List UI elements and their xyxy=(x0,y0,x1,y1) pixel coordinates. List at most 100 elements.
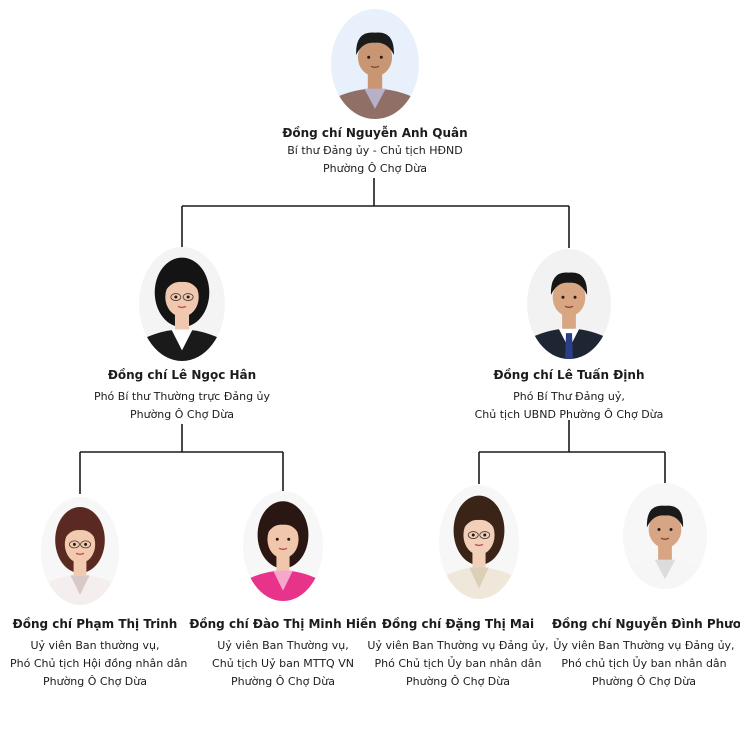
mouth xyxy=(564,305,574,309)
mouth xyxy=(370,65,380,69)
shirt-collar xyxy=(171,329,193,351)
glasses-left-lens xyxy=(69,540,80,549)
glasses-right-lens xyxy=(479,531,491,539)
role-line: Phường Ô Chợ Dừa xyxy=(43,675,147,688)
right-eye xyxy=(379,55,383,59)
portrait-nguyen-dinh-phuong xyxy=(623,483,707,589)
face xyxy=(267,520,299,559)
hair-top xyxy=(646,505,684,528)
glasses-right-lens xyxy=(80,540,91,549)
portrait-figure xyxy=(331,9,419,119)
left-eye xyxy=(561,295,565,299)
left-eye xyxy=(72,542,76,546)
role-line: Chủ tịch Uỷ ban MTTQ VN xyxy=(212,657,354,670)
necktie xyxy=(565,333,573,359)
role-line: Phường Ô Chợ Dừa xyxy=(130,408,234,421)
right-eye xyxy=(287,537,291,541)
person-nguyen-anh-quan: Đồng chí Nguyễn Anh Quân Bí thư Đảng ủy … xyxy=(225,126,525,178)
role-line: Phường Ô Chợ Dừa xyxy=(231,675,335,688)
person-role: Uỷ viên Ban thường vụ, Phó Chủ tịch Hội … xyxy=(10,637,188,691)
role-line: Phó Bí Thư Đảng uỷ, xyxy=(513,390,625,403)
right-eye xyxy=(186,295,190,299)
right-eye xyxy=(573,295,577,299)
shirt-collar xyxy=(654,559,676,580)
face xyxy=(64,525,96,564)
person-role: Ủy viên Ban Thường vụ Đảng ủy, Phó chủ t… xyxy=(552,637,736,691)
glasses-right-lens xyxy=(182,293,194,301)
person-name: Đồng chí Đặng Thị Mai xyxy=(381,617,535,631)
face xyxy=(463,515,495,555)
person-name: Đồng chí Lê Ngọc Hân xyxy=(107,368,257,382)
portrait-figure xyxy=(623,483,707,589)
portrait-nguyen-anh-quan xyxy=(331,9,419,119)
role-line: Phường Ô Chợ Dừa xyxy=(406,675,510,688)
person-name: Đồng chí Nguyễn Đình Phương xyxy=(552,617,740,631)
person-le-tuan-dinh: Đồng chí Lê Tuấn Định Phó Bí Thư Đảng uỷ… xyxy=(444,368,694,424)
person-name: Đồng chí Đào Thị Minh Hiền xyxy=(189,617,377,631)
hair-top xyxy=(265,514,301,538)
role-line: Chủ tịch UBND Phường Ô Chợ Dừa xyxy=(474,408,664,421)
hair-top xyxy=(356,32,394,56)
portrait-figure xyxy=(243,491,323,601)
glasses-left-lens xyxy=(467,531,479,539)
person-le-ngoc-han: Đồng chí Lê Ngọc Hân Phó Bí thư Thường t… xyxy=(62,368,302,424)
portrait-pham-thi-trinh xyxy=(41,497,119,605)
role-line: Phường Ô Chợ Dừa xyxy=(592,675,696,688)
right-eye xyxy=(84,542,88,546)
portrait-le-ngoc-han xyxy=(139,247,225,361)
person-role: Uỷ viên Ban Thường vụ, Chủ tịch Uỷ ban M… xyxy=(188,637,378,691)
shirt-collar xyxy=(469,567,489,589)
role-line: Phó chủ tịch Ủy ban nhân dân xyxy=(561,657,727,670)
shirt-collar xyxy=(364,88,386,109)
portrait-figure xyxy=(527,249,611,359)
portrait-dang-thi-mai xyxy=(439,485,519,599)
hair-top xyxy=(550,272,588,296)
role-line: Bí thư Đảng ủy - Chủ tịch HĐND xyxy=(287,144,463,157)
person-role: Uỷ viên Ban Thường vụ Đảng ủy, Phó Chủ t… xyxy=(366,637,550,691)
face xyxy=(165,277,199,317)
portrait-figure xyxy=(439,485,519,599)
role-line: Uỷ viên Ban thường vụ, xyxy=(30,639,160,652)
glasses-left-lens xyxy=(170,293,182,301)
left-eye xyxy=(174,295,178,299)
face xyxy=(357,38,393,77)
portrait-le-tuan-dinh xyxy=(527,249,611,359)
portrait-dao-thi-minh-hien xyxy=(243,491,323,601)
mouth xyxy=(75,552,85,555)
right-eye xyxy=(483,533,487,537)
person-name: Đồng chí Nguyễn Anh Quân xyxy=(282,126,468,140)
role-line: Uỷ viên Ban Thường vụ Đảng ủy, xyxy=(367,639,549,652)
person-dao-thi-minh-hien: Đồng chí Đào Thị Minh Hiền Uỷ viên Ban T… xyxy=(188,617,378,691)
face xyxy=(552,278,586,317)
left-eye xyxy=(275,537,279,541)
mouth xyxy=(660,537,670,540)
person-dang-thi-mai: Đồng chí Đặng Thị Mai Uỷ viên Ban Thường… xyxy=(366,617,550,691)
left-eye xyxy=(657,528,661,532)
portrait-figure xyxy=(41,497,119,605)
mouth xyxy=(177,305,187,309)
shirt-collar xyxy=(70,575,90,595)
right-eye xyxy=(669,528,673,532)
role-line: Phó Chủ tịch Ủy ban nhân dân xyxy=(374,657,542,670)
role-line: Ủy viên Ban Thường vụ Đảng ủy, xyxy=(553,639,735,652)
mouth xyxy=(474,543,484,547)
portrait-figure xyxy=(139,247,225,361)
shirt-collar xyxy=(273,570,293,591)
person-name: Đồng chí Lê Tuấn Định xyxy=(493,368,645,382)
role-line: Phó Bí thư Thường trực Đảng ủy xyxy=(93,390,271,403)
left-eye xyxy=(471,533,475,537)
mouth xyxy=(278,547,288,551)
person-role: Phó Bí Thư Đảng uỷ, Chủ tịch UBND Phường… xyxy=(444,388,694,424)
role-line: Phó Chủ tịch Hội đồng nhân dân xyxy=(10,657,188,670)
hair-top xyxy=(461,509,497,533)
face xyxy=(648,511,682,548)
person-role: Phó Bí thư Thường trực Đảng ủy Phường Ô … xyxy=(62,388,302,424)
left-eye xyxy=(367,55,371,59)
hair-top xyxy=(63,520,97,543)
role-line: Uỷ viên Ban Thường vụ, xyxy=(217,639,349,652)
role-line: Phường Ô Chợ Dừa xyxy=(323,162,427,175)
hair-top xyxy=(163,271,201,295)
person-role: Bí thư Đảng ủy - Chủ tịch HĐND Phường Ô … xyxy=(225,142,525,178)
